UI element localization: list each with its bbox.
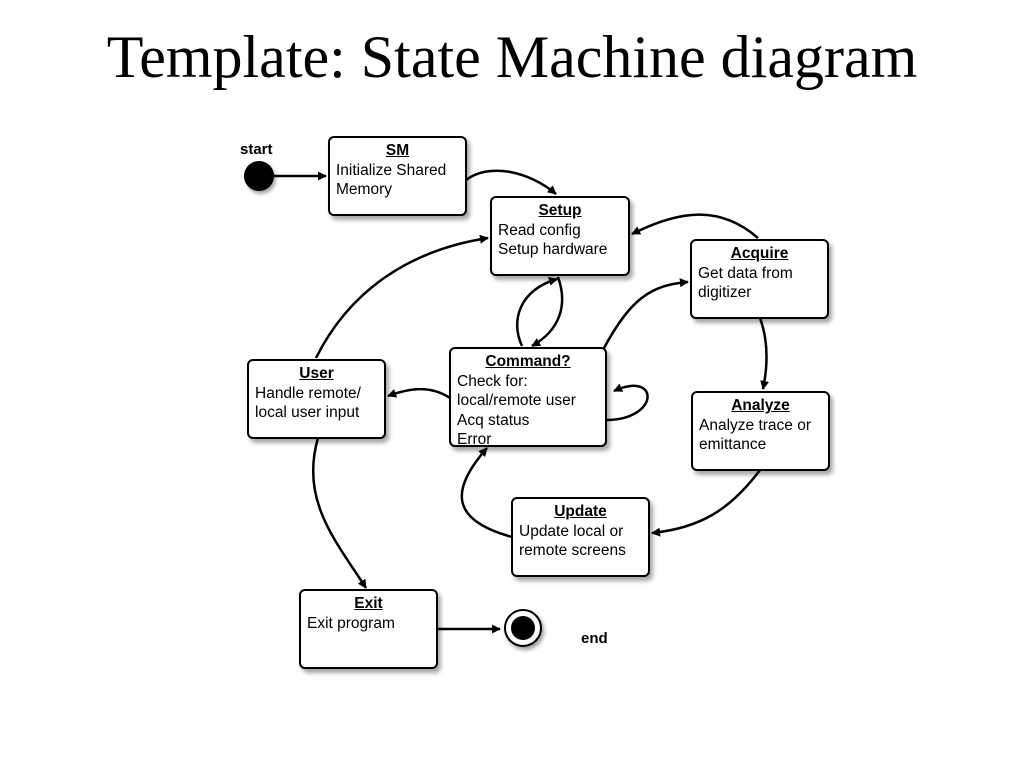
state-command-line: Error — [457, 431, 492, 448]
state-sm-line: Memory — [336, 181, 392, 198]
state-acquire-line: Get data from — [698, 264, 793, 282]
state-analyze: Analyze Analyze trace or emittance — [691, 391, 830, 471]
state-user-name: User — [299, 365, 334, 382]
state-user-line: local user input — [255, 404, 360, 421]
state-update-line: Update local or — [519, 522, 624, 540]
transition-user-to-exit — [311, 437, 368, 589]
state-user: User Handle remote/ local user input — [247, 359, 386, 439]
state-acquire-name: Acquire — [730, 245, 789, 262]
state-acquire: Acquire Get data from digitizer — [690, 239, 829, 319]
initial-state-node — [244, 161, 274, 191]
transition-command-to-user — [387, 387, 451, 400]
state-setup: Setup Read config Setup hardware — [490, 196, 630, 276]
transition-acquire-to-analyze — [758, 317, 770, 390]
state-analyze-line: Analyze trace or — [699, 416, 811, 434]
state-acquire-line: digitizer — [698, 284, 752, 301]
state-update: Update Update local or remote screens — [511, 497, 650, 577]
state-command: Command? Check for: local/remote user Ac… — [449, 347, 607, 448]
transition-command-to-acquire — [602, 278, 689, 349]
transition-analyze-to-update — [651, 469, 761, 537]
state-analyze-name: Analyze — [731, 397, 790, 414]
transition-command-self-loop — [605, 383, 649, 422]
state-setup-name: Setup — [538, 202, 582, 219]
state-setup-line: Setup hardware — [498, 241, 608, 258]
transition-command-to-setup — [516, 277, 558, 347]
state-exit-name: Exit — [354, 595, 383, 612]
slide-title: Template: State Machine diagram — [106, 24, 918, 90]
start-label: start — [240, 141, 273, 158]
state-sm-line: Initialize Shared — [336, 161, 447, 179]
final-state-inner — [511, 616, 535, 640]
final-state-node — [504, 609, 542, 647]
transition-sm-to-setup — [465, 169, 557, 195]
state-command-line: Acq status — [457, 411, 530, 429]
state-command-name: Command? — [485, 353, 571, 370]
state-command-line: Check for: — [457, 372, 528, 390]
state-exit-line: Exit program — [307, 614, 395, 632]
end-label: end — [581, 630, 608, 647]
state-sm: SM Initialize Shared Memory — [328, 136, 467, 216]
state-user-line: Handle remote/ — [255, 384, 361, 402]
state-sm-name: SM — [385, 142, 410, 159]
transition-setup-to-command — [531, 276, 564, 348]
transition-user-to-setup — [314, 234, 489, 359]
state-update-name: Update — [554, 503, 607, 520]
state-setup-line: Read config — [498, 221, 581, 239]
state-update-line: remote screens — [519, 542, 626, 559]
state-command-line: local/remote user — [457, 392, 576, 409]
transition-acquire-to-setup — [631, 213, 759, 239]
state-exit: Exit Exit program — [299, 589, 438, 669]
state-analyze-line: emittance — [699, 436, 767, 453]
transition-update-to-command — [460, 447, 513, 539]
